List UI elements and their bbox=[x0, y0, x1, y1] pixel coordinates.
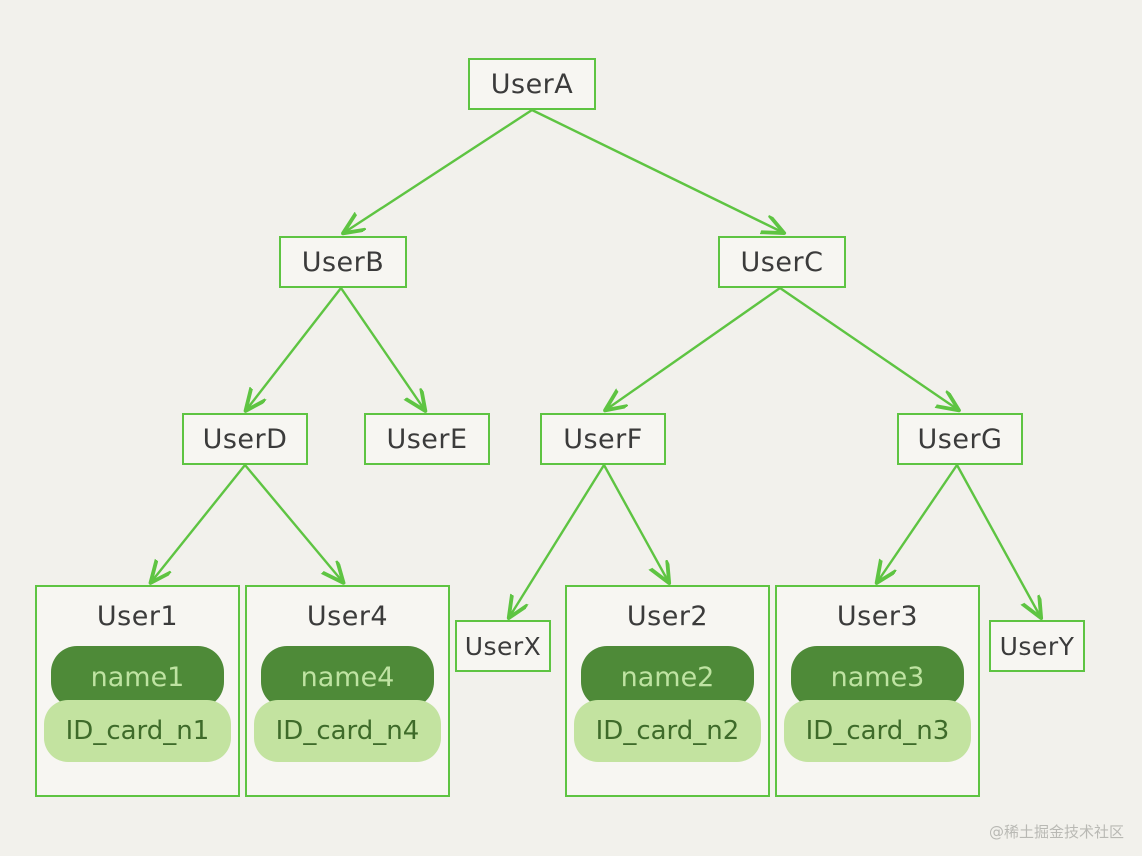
node-usery[interactable]: UserY bbox=[989, 620, 1085, 672]
node-label: UserC bbox=[740, 246, 824, 278]
card-title: User4 bbox=[306, 601, 389, 632]
card-title: User1 bbox=[96, 601, 179, 632]
id-card-pill: ID_card_n3 bbox=[784, 700, 971, 762]
node-userb[interactable]: UserB bbox=[279, 236, 407, 288]
node-userd[interactable]: UserD bbox=[182, 413, 308, 465]
node-userg[interactable]: UserG bbox=[897, 413, 1023, 465]
name-pill: name1 bbox=[51, 646, 224, 708]
card-title: User3 bbox=[836, 601, 919, 632]
node-label: UserB bbox=[301, 246, 385, 278]
name-pill: name3 bbox=[791, 646, 964, 708]
node-label: UserF bbox=[563, 423, 643, 455]
node-userc[interactable]: UserC bbox=[718, 236, 846, 288]
id-card-pill: ID_card_n2 bbox=[574, 700, 761, 762]
edge-usera-to-userb bbox=[345, 108, 533, 232]
edge-userd-to-user4 bbox=[244, 464, 342, 581]
edge-userb-to-userd bbox=[247, 287, 342, 409]
name-pill: name4 bbox=[261, 646, 434, 708]
node-label: UserD bbox=[202, 423, 288, 455]
id-card-pill: ID_card_n4 bbox=[254, 700, 441, 762]
edge-userc-to-userf bbox=[607, 287, 781, 409]
edge-userd-to-user1 bbox=[152, 464, 246, 581]
edges bbox=[152, 108, 1040, 616]
edge-usera-to-userc bbox=[531, 108, 782, 232]
card-title: User2 bbox=[626, 601, 709, 632]
node-label: UserY bbox=[999, 631, 1075, 661]
node-label: UserA bbox=[490, 68, 574, 100]
watermark: @稀土掘金技术社区 bbox=[988, 823, 1124, 841]
node-label: UserX bbox=[464, 631, 542, 661]
id-card-pill: ID_card_n1 bbox=[44, 700, 231, 762]
node-usera[interactable]: UserA bbox=[468, 58, 596, 110]
node-userx[interactable]: UserX bbox=[455, 620, 551, 672]
node-label: UserE bbox=[386, 423, 468, 455]
edge-userf-to-user2 bbox=[602, 464, 668, 581]
edge-userc-to-userg bbox=[779, 287, 957, 409]
edge-userg-to-user3 bbox=[878, 464, 958, 581]
edge-userb-to-usere bbox=[340, 287, 424, 409]
node-userf[interactable]: UserF bbox=[540, 413, 666, 465]
node-usere[interactable]: UserE bbox=[364, 413, 490, 465]
name-pill: name2 bbox=[581, 646, 754, 708]
node-label: UserG bbox=[917, 423, 1003, 455]
